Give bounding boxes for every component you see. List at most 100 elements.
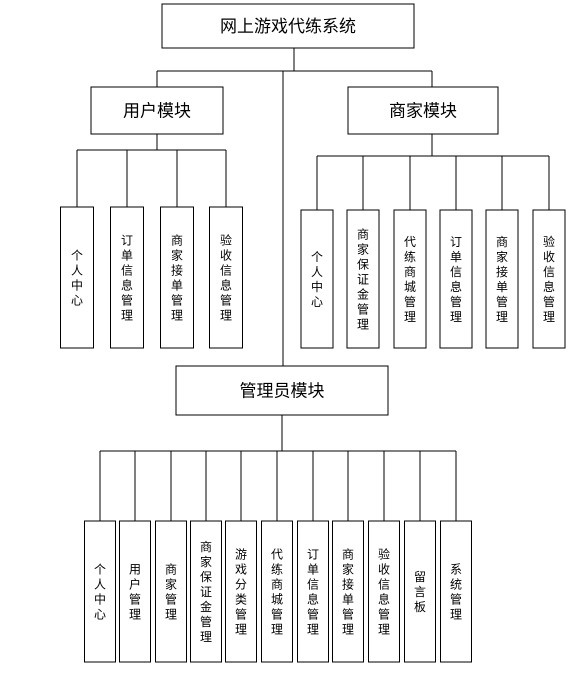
user-child-2: 订单信息管理 <box>110 206 144 349</box>
merchant-module-node-box <box>347 86 499 135</box>
admin-child-9-char: 验 <box>378 546 390 561</box>
merchant-child-5-char: 管 <box>496 294 508 309</box>
user-child-1-label: 个人中心 <box>71 248 83 307</box>
user-child-3-char: 接 <box>171 262 183 277</box>
admin-child-5-char: 理 <box>235 622 247 636</box>
admin-child-5-char: 分 <box>235 577 247 591</box>
admin-child-2: 用户管理 <box>119 520 151 663</box>
admin-child-9: 验收信息管理 <box>368 520 400 663</box>
admin-child-9-char: 息 <box>378 591 390 606</box>
root-node-box <box>161 3 415 49</box>
user-child-2-char: 信 <box>121 263 133 277</box>
user-child-2-box <box>110 206 144 349</box>
admin-child-5-char: 管 <box>235 606 247 621</box>
user-child-1: 个人中心 <box>60 206 94 349</box>
merchant-child-4-char: 息 <box>450 279 462 294</box>
admin-child-3-box <box>155 520 187 663</box>
admin-child-8-box <box>332 520 364 663</box>
merchant-child-2: 商家保证金管理 <box>346 209 380 349</box>
merchant-child-4-char: 信 <box>450 265 462 279</box>
admin-child-11-char: 统 <box>450 577 462 591</box>
admin-child-10: 留言板 <box>404 520 436 663</box>
merchant-child-3-char: 城 <box>404 280 416 294</box>
merchant-child-3-box <box>393 209 427 349</box>
admin-child-1-char: 心 <box>94 607 106 621</box>
admin-child-7-char: 管 <box>307 606 319 621</box>
user-child-3-char: 管 <box>171 292 183 307</box>
admin-child-3-char: 管 <box>165 591 177 606</box>
merchant-child-2-char: 理 <box>357 317 369 331</box>
admin-child-3-char: 家 <box>165 576 177 591</box>
admin-child-10-char: 留 <box>414 570 426 584</box>
admin-child-7-label: 订单信息管理 <box>307 547 319 636</box>
merchant-child-4-char: 单 <box>450 250 462 264</box>
admin-child-2-char: 用 <box>129 562 141 576</box>
admin-child-3: 商家管理 <box>155 520 187 663</box>
admin-child-4-char: 金 <box>200 599 212 614</box>
admin-child-7-char: 订 <box>307 547 319 561</box>
merchant-child-3-label: 代练商城管理 <box>404 235 416 324</box>
admin-child-11: 系统管理 <box>440 520 472 663</box>
merchant-child-2-box <box>346 209 380 349</box>
user-child-2-label: 订单信息管理 <box>121 233 133 322</box>
admin-child-9-char: 收 <box>378 562 390 576</box>
merchant-child-3-char: 练 <box>404 249 416 264</box>
merchant-child-1-char: 个 <box>311 250 323 264</box>
admin-child-8: 商家接单管理 <box>332 520 364 663</box>
admin-child-1-char: 人 <box>94 577 106 591</box>
merchant-child-4: 订单信息管理 <box>439 209 473 349</box>
merchant-child-6-char: 收 <box>543 250 555 264</box>
merchant-child-6-box <box>532 209 566 349</box>
admin-child-9-char: 管 <box>378 606 390 621</box>
merchant-child-5-char: 家 <box>496 249 508 264</box>
admin-child-5-char: 戏 <box>235 562 247 576</box>
admin-child-4-box <box>190 520 222 663</box>
user-child-1-char: 中 <box>71 277 83 292</box>
admin-child-2-char: 户 <box>129 576 141 591</box>
admin-child-1-box <box>84 520 116 663</box>
user-child-4-char: 信 <box>220 263 232 277</box>
user-child-2-char: 理 <box>121 308 133 322</box>
admin-child-2-box <box>119 520 151 663</box>
admin-child-6: 代练商城管理 <box>261 520 293 663</box>
merchant-child-3: 代练商城管理 <box>393 209 427 349</box>
merchant-child-4-char: 理 <box>450 310 462 324</box>
merchant-child-1-char: 中 <box>311 279 323 294</box>
admin-child-8-char: 管 <box>342 606 354 621</box>
merchant-child-4-box <box>439 209 473 349</box>
merchant-child-1-box <box>300 209 334 349</box>
admin-child-1: 个人中心 <box>84 520 116 663</box>
admin-child-6-char: 商 <box>271 576 283 591</box>
admin-child-8-char: 接 <box>342 576 354 591</box>
user-child-3-box <box>160 206 194 349</box>
admin-child-5-char: 游 <box>235 547 247 561</box>
merchant-child-5-char: 单 <box>496 280 508 294</box>
merchant-child-4-char: 管 <box>450 294 462 309</box>
merchant-child-5-box <box>485 209 519 349</box>
user-child-4: 验收信息管理 <box>209 206 243 349</box>
merchant-child-2-label: 商家保证金管理 <box>357 226 369 331</box>
admin-child-4: 商家保证金管理 <box>190 520 222 663</box>
admin-child-4-char: 理 <box>200 630 212 644</box>
merchant-child-4-label: 订单信息管理 <box>450 235 462 324</box>
admin-child-1-char: 中 <box>94 591 106 606</box>
admin-child-7-char: 息 <box>307 591 319 606</box>
merchant-child-1-char: 人 <box>311 265 323 279</box>
admin-child-4-char: 证 <box>200 585 212 599</box>
user-child-2-char: 息 <box>121 277 133 292</box>
user-child-1-char: 心 <box>71 293 83 307</box>
admin-child-9-char: 信 <box>378 577 390 591</box>
admin-child-6-char: 代 <box>271 547 283 561</box>
merchant-child-5-char: 商 <box>496 234 508 249</box>
user-child-4-char: 验 <box>220 232 232 247</box>
merchant-child-1: 个人中心 <box>300 209 334 349</box>
admin-child-4-char: 商 <box>200 539 212 554</box>
merchant-child-6-label: 验收信息管理 <box>543 234 555 324</box>
admin-child-2-char: 理 <box>129 607 141 621</box>
admin-child-8-char: 理 <box>342 622 354 636</box>
admin-child-3-char: 理 <box>165 607 177 621</box>
merchant-child-5-char: 理 <box>496 310 508 324</box>
merchant-child-4-char: 订 <box>450 235 462 249</box>
user-child-3-char: 家 <box>171 247 183 262</box>
user-child-3: 商家接单管理 <box>160 206 194 349</box>
